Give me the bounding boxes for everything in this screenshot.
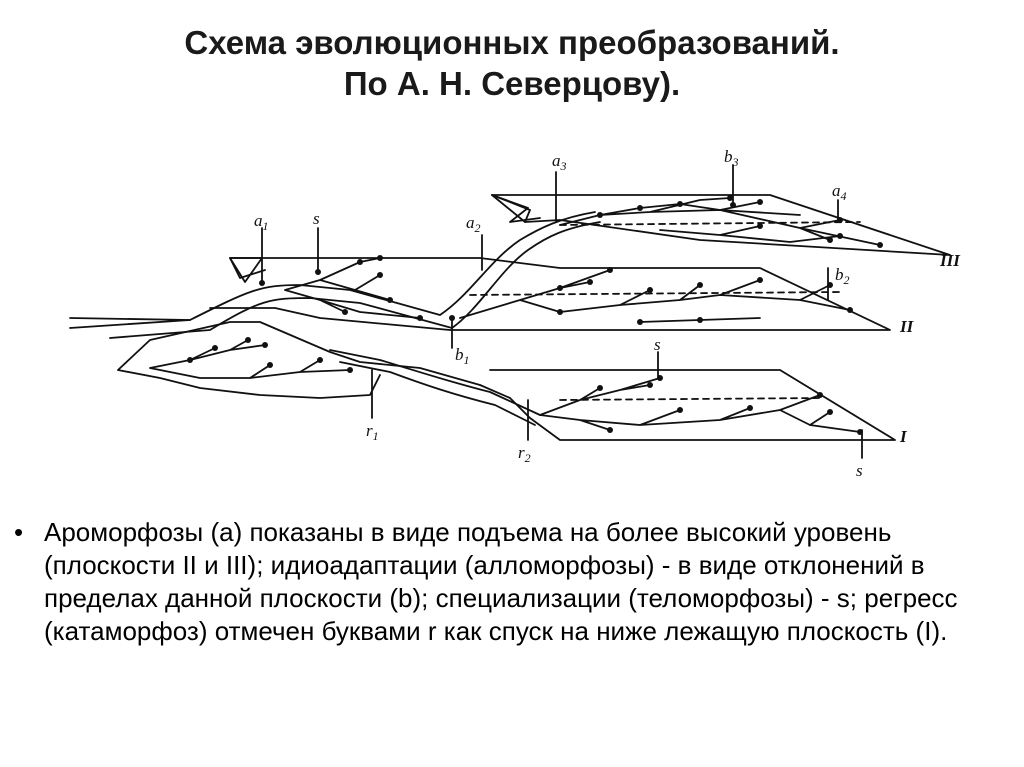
label-s-bottom: s <box>856 461 863 480</box>
plane-2-outline <box>209 257 891 331</box>
plane-2-dashed <box>469 291 841 296</box>
title-line-1: Схема эволюционных преобразований. <box>184 24 840 61</box>
label-a3: a3 <box>552 151 567 173</box>
label-plane-1: I <box>899 427 908 446</box>
label-s-top: s <box>313 209 320 228</box>
label-plane-3: III <box>939 251 961 270</box>
label-a4: a4 <box>832 181 847 203</box>
label-a2: a2 <box>466 213 481 235</box>
label-s-mid: s <box>654 335 661 354</box>
label-b2: b2 <box>835 265 850 287</box>
a1-wedge <box>229 257 263 283</box>
regress-path-outer <box>329 349 541 416</box>
slide-title: Схема эволюционных преобразований. По А.… <box>0 22 1024 104</box>
plane-1-dashed <box>559 397 821 401</box>
label-b3: b3 <box>724 147 739 169</box>
base-plane-branches <box>149 339 351 379</box>
regress-path-inner <box>339 361 536 426</box>
main-trunk-outer <box>69 211 596 329</box>
label-r2: r2 <box>518 443 531 465</box>
label-b1: b1 <box>455 345 470 367</box>
label-a1: a1 <box>254 211 269 233</box>
a3-spike <box>491 194 541 223</box>
base-plane-outline <box>117 321 481 399</box>
main-trunk-inner <box>109 221 601 339</box>
trunk-left-lower <box>69 317 191 321</box>
bullet-marker: • <box>14 517 24 547</box>
evolution-scheme-diagram: a1 s a2 a3 b3 a4 b2 b1 s r1 r2 s III II … <box>69 147 961 480</box>
branch-nodes <box>187 195 883 435</box>
plane-1-outline <box>479 369 896 441</box>
plane-1-branches <box>539 377 861 433</box>
title-line-2: По А. Н. Северцову). <box>343 65 681 102</box>
plane-3-dashed <box>559 221 861 226</box>
label-plane-2: II <box>899 317 915 336</box>
description-paragraph: Ароморфозы (a) показаны в виде подъема н… <box>44 517 958 646</box>
label-r1: r1 <box>366 421 379 443</box>
